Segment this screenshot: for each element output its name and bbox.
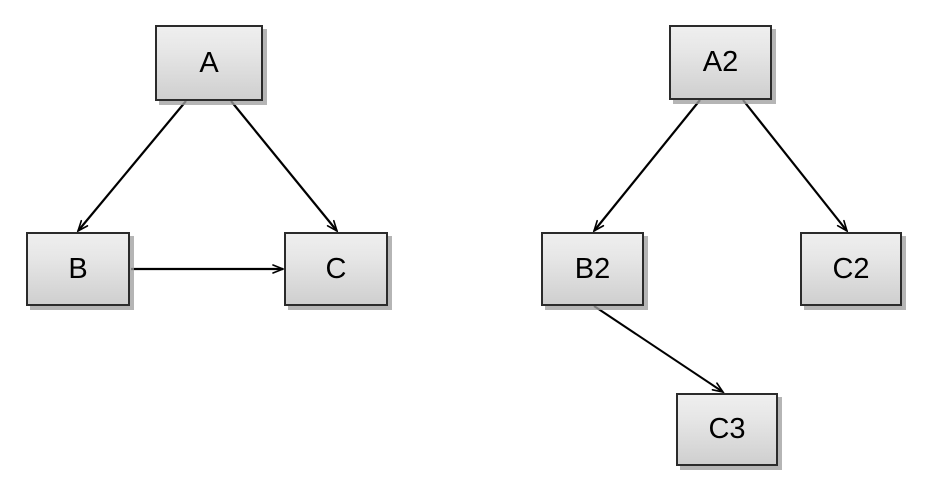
node-b-label: B <box>68 252 88 285</box>
node-c-label: C <box>325 252 347 285</box>
edge-a-to-c <box>230 100 339 233</box>
node-c3-label: C3 <box>708 413 746 445</box>
edge-a-to-b <box>76 100 187 233</box>
edge-b2-to-c3 <box>593 305 725 394</box>
edge-a2-to-c2 <box>742 99 849 233</box>
node-a2[interactable]: A2 <box>669 25 772 100</box>
node-a-label: A <box>199 46 219 79</box>
node-b2-label: B2 <box>574 252 611 285</box>
node-c3[interactable]: C3 <box>676 393 778 466</box>
edge-a2-to-b2 <box>592 99 701 233</box>
node-b[interactable]: B <box>26 232 130 306</box>
node-c2-label: C2 <box>832 252 870 285</box>
node-c[interactable]: C <box>284 232 388 306</box>
node-a2-label: A2 <box>702 46 739 78</box>
node-c2[interactable]: C2 <box>800 232 902 306</box>
node-a[interactable]: A <box>155 25 263 101</box>
node-b2[interactable]: B2 <box>541 232 644 306</box>
